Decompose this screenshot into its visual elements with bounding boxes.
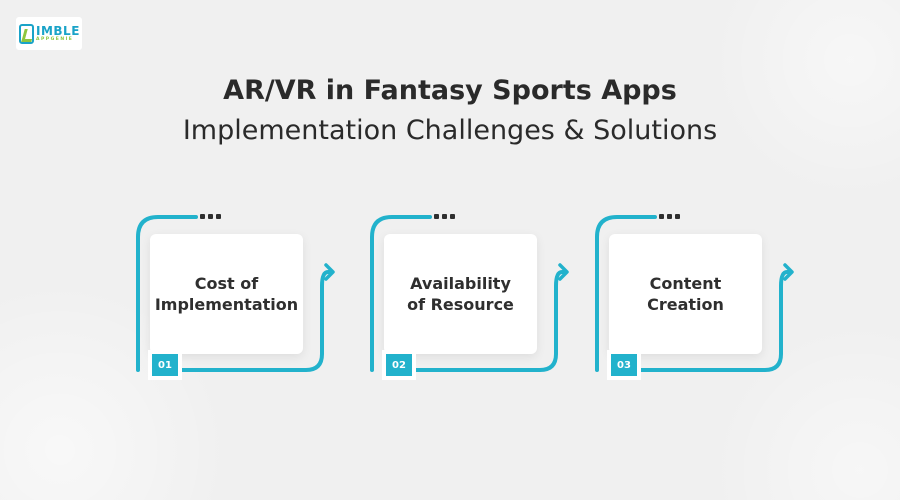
- step-label-line2: of Resource: [407, 295, 514, 314]
- step-label-line1: Availability: [410, 274, 511, 293]
- dot: [450, 214, 455, 219]
- step-label-line1: Content: [649, 274, 722, 293]
- step-number-badge: 02: [382, 350, 416, 380]
- brand-logo[interactable]: IMBLE APPGENIE: [16, 17, 82, 50]
- dot: [208, 214, 213, 219]
- dot: [434, 214, 439, 219]
- step-label-line2: Implementation: [154, 295, 299, 314]
- step-card-2: Availability of Resource 02: [370, 210, 580, 390]
- step-card-body: Availability of Resource: [384, 234, 537, 354]
- step-frame-icon: [136, 215, 335, 372]
- dot: [216, 214, 221, 219]
- step-card-1: Cost of Implementation 01: [136, 210, 346, 390]
- logo-wordmark: IMBLE APPGENIE: [36, 25, 80, 43]
- step-card-body: Cost of Implementation: [150, 234, 303, 354]
- step-frame-icon: [370, 215, 569, 372]
- dot: [667, 214, 672, 219]
- step-card-body: Content Creation: [609, 234, 762, 354]
- logo-n-icon: [19, 23, 34, 44]
- step-card-3: Content Creation 03: [595, 210, 805, 390]
- more-dots-icon: [659, 214, 680, 219]
- dot: [659, 214, 664, 219]
- step-number-badge: 01: [148, 350, 182, 380]
- step-frame-icon: [595, 215, 794, 372]
- more-dots-icon: [200, 214, 221, 219]
- step-label-line1: Cost of: [194, 274, 259, 293]
- page-subtitle: Implementation Challenges & Solutions: [182, 115, 718, 146]
- step-number-badge: 03: [607, 350, 641, 380]
- dot: [675, 214, 680, 219]
- dot: [200, 214, 205, 219]
- page-title: AR/VR in Fantasy Sports Apps: [223, 75, 677, 106]
- dot: [442, 214, 447, 219]
- more-dots-icon: [434, 214, 455, 219]
- logo-tagline: APPGENIE: [36, 36, 74, 42]
- logo-name: IMBLE: [36, 23, 80, 38]
- step-label-line2: Creation: [647, 295, 724, 314]
